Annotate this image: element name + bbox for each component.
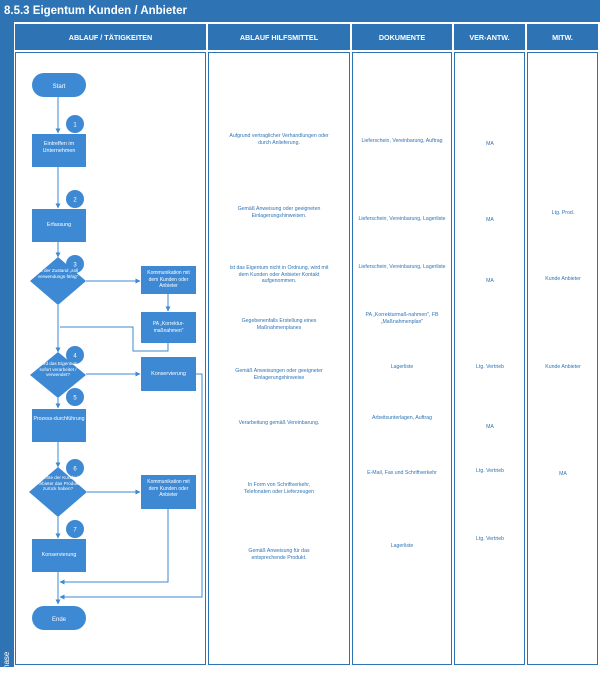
step-badge-2 — [66, 190, 84, 208]
end-label: Ende — [52, 617, 67, 623]
step-6-number: 6 — [73, 467, 77, 473]
step-7-box — [32, 539, 86, 572]
step-1-box — [32, 134, 86, 167]
step-badge-5 — [66, 388, 84, 406]
lane-hilfsmittel — [208, 52, 350, 665]
kommunikation-2-label: Kommunikation mit dem Kunden oder Anbiet… — [147, 479, 190, 499]
hilfsmittel-3: Ist das Eigentum nicht in Ordnung, wird … — [229, 265, 329, 285]
mitw-2: Kunde Anbieter — [545, 276, 581, 282]
hilfsmittel-1: Aufgrund vertraglicher Verhandlungen ode… — [229, 133, 329, 146]
dokument-1: Lieferschein, Vereinbarung, Auftrag — [361, 138, 443, 144]
verantw-4: Ltg. Vertrieb — [476, 364, 504, 370]
step-3-number: 3 — [73, 263, 77, 269]
column-header-mitw: MITW. — [527, 24, 598, 50]
kommunikation-1-label: Kommunikation mit dem Kunden oder Anbiet… — [147, 270, 190, 290]
lane-dokumente — [352, 52, 452, 665]
step-7-label: Konservierung — [41, 552, 77, 558]
step-2-number: 2 — [73, 198, 77, 204]
column-header-verantw: VER-ANTW. — [454, 24, 525, 50]
verantw-7: Ltg. Vertrieb — [476, 536, 504, 542]
kommunikation-1-box — [141, 266, 196, 294]
start-terminator — [32, 73, 86, 97]
phase-bar: Phase — [0, 22, 14, 674]
lane-verantw — [454, 52, 525, 665]
verantw-1: MA — [486, 141, 494, 147]
decision-6-diamond — [29, 467, 87, 517]
decision-6-label: Möchte der Kunde / Anbieter das Produkt … — [36, 475, 80, 492]
lane-mitw — [527, 52, 598, 665]
step-2-box — [32, 209, 86, 242]
kommunikation-2-box — [141, 475, 196, 509]
hilfsmittel-2: Gemäß Anweisung oder geeigneten Einlager… — [237, 206, 321, 219]
decision-4-diamond — [30, 352, 86, 398]
step-badge-6 — [66, 459, 84, 477]
column-header-hilfsmittel: ABLAUF HILFSMITTEL — [208, 24, 350, 50]
dokument-4: PA „Korrekturmaß-nahmen", FB „Maßnahmenp… — [365, 312, 439, 325]
pa-box — [141, 312, 196, 343]
verantw-2: MA — [486, 217, 494, 223]
step-5-number: 5 — [73, 396, 77, 402]
decision-4-label: Wird das Eigentum sofort verarbeitet / v… — [38, 361, 78, 378]
column-header-ablauf: ABLAUF / TÄTIGKEITEN — [15, 24, 206, 50]
dokument-2: Lieferschein, Vereinbarung, Lagerliste — [358, 216, 446, 222]
hilfsmittel-7: In Form von Schriftverkehr, Telefonaten … — [243, 482, 315, 495]
dokument-7: E-Mail, Fax und Schriftverkehr — [367, 470, 437, 476]
page-title: 8.5.3 Eigentum Kunden / Anbieter — [0, 0, 600, 22]
dokument-8: Lagerliste — [390, 543, 414, 549]
step-1-number: 1 — [73, 123, 77, 129]
step-badge-7 — [66, 520, 84, 538]
verantw-3: MA — [486, 278, 494, 284]
verantw-5: MA — [486, 424, 494, 430]
decision-3-label: Ist der Zustand „soll verwendungs-fähig" — [37, 268, 79, 279]
dokument-6: Arbeitsunterlagen, Auftrag — [372, 415, 432, 421]
step-2-label: Erfassung — [46, 222, 72, 228]
start-label: Start — [53, 84, 66, 90]
step-4-number: 4 — [73, 354, 77, 360]
mitw-4: MA — [559, 471, 567, 477]
verantw-6: Ltg. Vertrieb — [476, 468, 504, 474]
konservierung-side-label: Konservierung — [151, 371, 186, 377]
end-terminator — [32, 606, 86, 630]
pa-label: PA „Korrektur-maßnahmen" — [152, 321, 185, 334]
step-5-box — [32, 409, 86, 442]
step-badge-3 — [66, 255, 84, 273]
step-badge-1 — [66, 115, 84, 133]
step-1-label: Eintreffen im Unternehmen — [42, 141, 76, 154]
hilfsmittel-8: Gemäß Anweisung für das entsprechende Pr… — [248, 548, 310, 561]
konservierung-side-box — [141, 357, 196, 391]
column-header-dokumente: DOKUMENTE — [352, 24, 452, 50]
step-badge-4 — [66, 346, 84, 364]
mitw-1: Ltg. Prod. — [551, 210, 575, 216]
hilfsmittel-5: Gemäß Anweisungen oder geeigneter Einlag… — [235, 368, 323, 381]
step-5-label: Prozess-durchführung — [33, 416, 85, 422]
mitw-3: Kunde Anbieter — [545, 364, 581, 370]
dokument-3: Lieferschein, Vereinbarung, Lagerliste — [358, 264, 446, 270]
dokument-5: Lagerliste — [390, 364, 414, 370]
hilfsmittel-6: Verarbeitung gemäß Vereinbarung. — [238, 420, 320, 426]
hilfsmittel-4: Gegebenenfalls Erstellung eines Maßnahme… — [241, 318, 317, 331]
step-7-number: 7 — [73, 528, 77, 534]
